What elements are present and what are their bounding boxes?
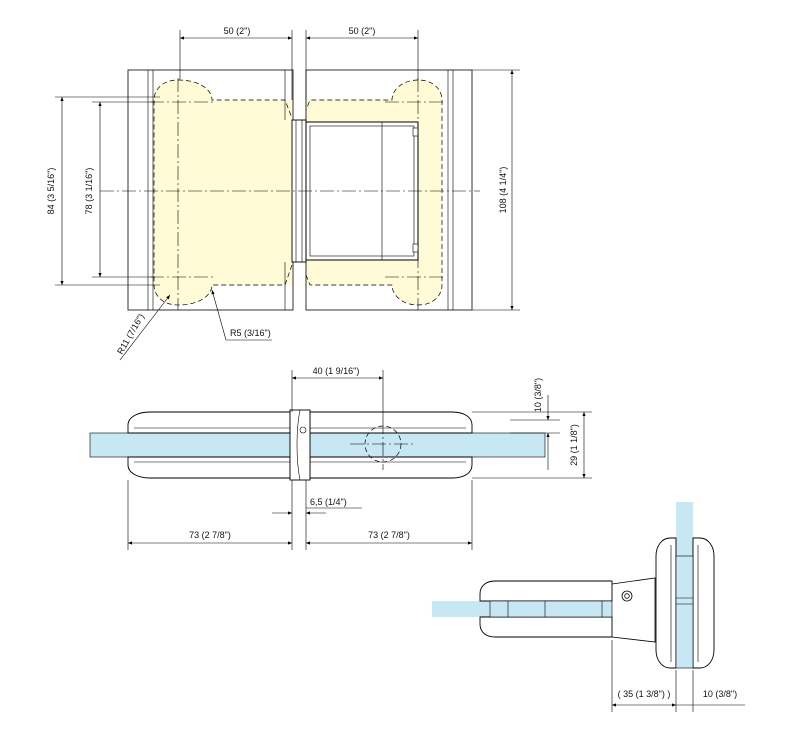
radius-small-label: R5 (3/16") xyxy=(230,328,271,338)
radius-large-label: R11 (7/16") xyxy=(115,312,146,356)
corner-glass-horizontal xyxy=(432,601,504,617)
corner-pivot-screw xyxy=(621,590,633,602)
corner-vertical-clamp xyxy=(655,537,677,669)
right-clamp xyxy=(309,411,473,434)
corner-view: ( 35 (1 3/8") ) 10 (3/8") xyxy=(432,502,745,712)
dim-left-length: 73 (2 7/8") xyxy=(189,530,231,540)
side-view: 40 (1 9/16") 10 (3/8") 29 (1 1/8") 6,5 (… xyxy=(89,366,592,550)
glass-right xyxy=(309,432,546,458)
dim-corner-thickness: 10 (3/8") xyxy=(703,689,737,699)
dim-center: 40 (1 9/16") xyxy=(313,366,360,376)
dim-height-inner: 78 (3 1/16") xyxy=(84,168,94,215)
dim-gap: 6,5 (1/4") xyxy=(310,497,347,507)
dim-thickness-top: 10 (3/8") xyxy=(533,378,543,412)
dim-offset: ( 35 (1 3/8") ) xyxy=(618,689,671,699)
glass-left xyxy=(89,432,291,458)
dim-right-width: 50 (2") xyxy=(349,26,376,36)
dim-thickness-total: 29 (1 1/8") xyxy=(569,424,579,466)
left-clamp xyxy=(127,411,291,434)
corner-horizontal-clamp xyxy=(479,580,613,602)
left-fill-zone xyxy=(154,80,292,305)
dim-left-width: 50 (2") xyxy=(224,26,251,36)
top-view: 50 (2") 50 (2") 84 (3 5/16") 78 (3 1/16"… xyxy=(46,26,520,361)
dim-height-outer: 84 (3 5/16") xyxy=(46,168,56,215)
dim-height-right: 108 (4 1/4") xyxy=(498,167,508,214)
dim-right-length: 73 (2 7/8") xyxy=(368,530,410,540)
